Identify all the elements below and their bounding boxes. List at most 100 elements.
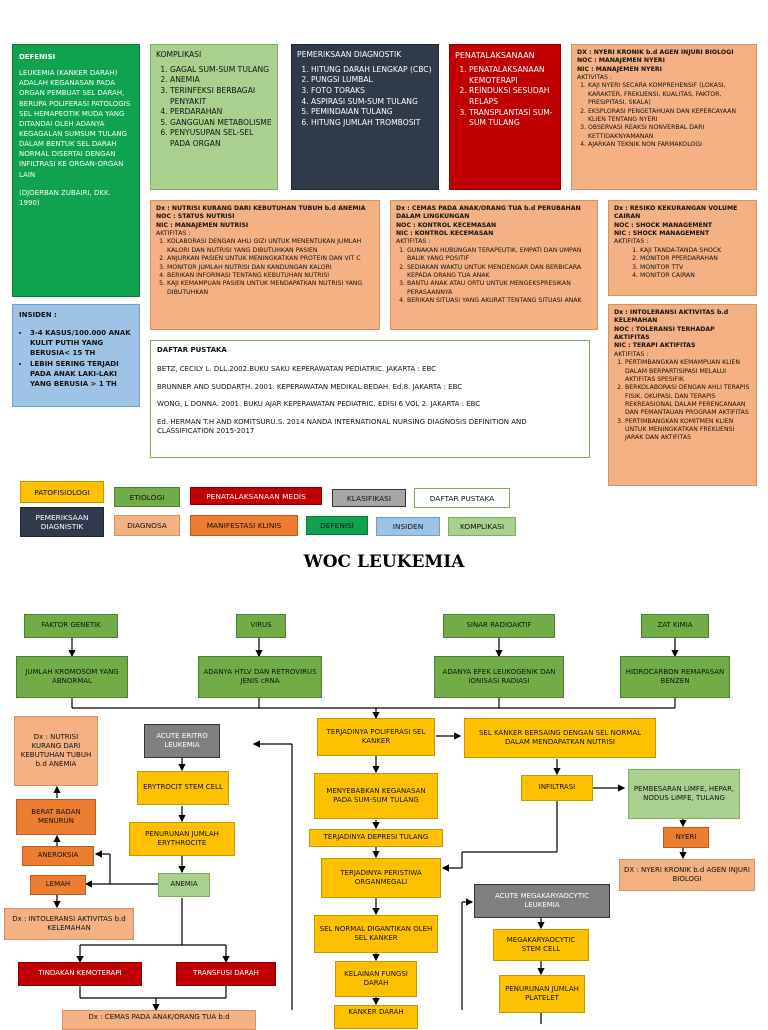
dx-cairan-nic: NIC : SHOCK MANAGEMENT	[614, 230, 710, 238]
node-kromosom: JUMLAH KROMOSOM YANG ABNORMAL	[16, 656, 128, 698]
list-item: PUNGSI LUMBAL	[311, 75, 433, 86]
node-kelainan: KELAINAN FUNGSI DARAH	[335, 961, 417, 997]
list-item: MONITOR TTV	[640, 264, 751, 272]
node-aneroksia: ANEROKSIA	[22, 846, 94, 866]
dx-intoleransi-nic: NIC : TERAPI AKTIFITAS	[614, 342, 696, 350]
list-item: EKSPLORASI PENGETAHUAN DAN KEPERCAYAAN K…	[588, 108, 751, 125]
pustaka-ref: BRUNNER AND SUDDARTH. 2001. KEPERAWATAN …	[157, 382, 463, 391]
insiden-box: INSIDEN : 3-4 KASUS/100.000 ANAK KULIT P…	[12, 304, 140, 407]
node-virus: VIRUS	[236, 614, 286, 638]
node-anemia: ANEMIA	[158, 873, 210, 897]
penatalaksanaan-box: PENATALAKSANAAN PENATALAKSANAAN KEMOTERA…	[449, 44, 561, 190]
list-item: MONITOR CAIRAN	[640, 272, 751, 280]
dx-intoleransi-noc: NOC : TOLERANSI TERHADAP AKTIFITAS	[614, 325, 715, 342]
defenisi-text: LEUKEMIA (KANKER DARAH) ADALAH KEGANASAN…	[19, 69, 131, 179]
list-item: PENYUSUPAN SEL-SEL PADA ORGAN	[170, 128, 272, 149]
dx-cemas-noc: NOC : KONTROL KECEMASAN	[396, 221, 497, 229]
node-organomegali: TERJADINYA PERISTIWA ORGANMEGALI	[321, 858, 441, 898]
node-htlv: ADANYA HTLV DAN RETROVIRUS JENIS cRNA	[198, 656, 322, 698]
list-item: SEDIAKAN WAKTU UNTUK MENDENGAR DAN BERBI…	[407, 264, 592, 281]
pemeriksaan-list: HITUNG DARAH LENGKAP (CBC) PUNGSI LUMBAL…	[297, 65, 433, 129]
pustaka-ref: BETZ, CECILY L. DLL.2002.BUKU SAKU KEPER…	[157, 365, 437, 374]
list-item: BERIKAN INFORMASI TENTANG KEBUTUHAN NUTR…	[167, 272, 374, 280]
node-hidrokarbon: HIDROCARBON REMAPASAN BENZEN	[620, 656, 730, 698]
list-item: PERTIMBANGKAN KEMAMPUAN KLIEN DALAM BERP…	[625, 359, 751, 384]
node-faktor-genetik: FAKTOR GENETIK	[24, 614, 118, 638]
dx-nutrisi-nic: NIC : MANAJEMEN NUTRISI	[156, 221, 249, 229]
dx-nyeri-noc: NOC : MANAJEMEN NYERI	[577, 57, 665, 65]
node-megakaryo: ACUTE MEGAKARYAOCYTIC LEUKEMIA	[474, 884, 610, 918]
penatalaksanaan-title: PENATALAKSANAAN	[455, 51, 535, 60]
list-item: MONITOR JUMLAH NUTRISI DAN KANDUNGAN KAL…	[167, 264, 374, 272]
legend-penatalaksanaan-medis: PENATALAKSANAAN MEDIS	[190, 487, 322, 505]
page-title: WOC LEUKEMIA	[303, 552, 465, 572]
pemeriksaan-box: PEMERIKSAAN DIAGNOSTIK HITUNG DARAH LENG…	[291, 44, 439, 190]
node-dx-cemas: Dx : CEMAS PADA ANAK/ORANG TUA b.d	[62, 1010, 256, 1030]
defenisi-box: DEFENISI LEUKEMIA (KANKER DARAH) ADALAH …	[12, 44, 140, 297]
dx-nyeri-title: DX : NYERI KRONIK b.d AGEN INJURI BIOLOG…	[577, 49, 734, 56]
dx-nutrisi-title: Dx : NUTRISI KURANG DARI KEBUTUHAN TUBUH…	[156, 205, 366, 212]
node-leukogenik: ADANYA EFEK LEUKOGENIK DAN IONISASI RADI…	[434, 656, 564, 698]
defenisi-source: (DJOERBAN ZUBAIRI, DKK. 1990)	[19, 188, 111, 207]
list-item: BERIKAN SITUASI YANG AKURAT TENTANG SITU…	[407, 297, 592, 305]
defenisi-title: DEFENISI	[19, 53, 56, 61]
list-item: KAJI TANDA-TANDA SHOCK	[640, 247, 751, 255]
node-poliferasi: TERJADINYA POLIFERASI SEL KANKER	[317, 718, 435, 756]
list-item: PEMINDAIAN TULANG	[311, 107, 433, 118]
komplikasi-box: KOMPLIKASI GAGAL SUM-SUM TULANG ANEMIA T…	[150, 44, 278, 190]
list-item: 3-4 KASUS/100.000 ANAK KULIT PUTIH YANG …	[30, 328, 133, 358]
list-item: GAGAL SUM-SUM TULANG	[170, 65, 272, 76]
pustaka-ref: Ed. HERMAN T.H AND KOMITSURU.S. 2014 NAN…	[157, 417, 527, 436]
legend-daftar-pustaka: DAFTAR PUSTAKA	[414, 488, 510, 508]
dx-cairan-noc: NOC : SHOCK MANAGEMENT	[614, 221, 713, 229]
dx-intoleransi-list: PERTIMBANGKAN KEMAMPUAN KLIEN DALAM BERP…	[614, 359, 751, 443]
dx-cemas-list: GUNAKAN HUBUNGAN TERAPEUTIK, EMPATI DAN …	[396, 247, 592, 306]
dx-cairan-sub: AKTIFITAS :	[614, 238, 649, 246]
legend-defenisi: DEFENISI	[306, 516, 368, 535]
node-bb-menurun: BERAT BADAN MENURUN	[16, 799, 96, 835]
dx-nyeri-sub: AKTIVITAS :	[577, 74, 612, 82]
list-item: HITUNG DARAH LENGKAP (CBC)	[311, 65, 433, 76]
legend-patofisiologi: PATOFISIOLOGI	[20, 481, 104, 503]
dx-cemas-box: Dx : CEMAS PADA ANAK/ORANG TUA b.d PERUB…	[390, 200, 598, 330]
list-item: AJARKAN TEKNIK NON FARMAKOLOGI	[588, 141, 751, 149]
pustaka-box: DAFTAR PUSTAKA BETZ, CECILY L. DLL.2002.…	[150, 340, 590, 458]
dx-cemas-sub: AKTIFITAS :	[396, 238, 431, 246]
dx-nutrisi-box: Dx : NUTRISI KURANG DARI KEBUTUHAN TUBUH…	[150, 200, 380, 330]
node-acute-eritro: ACUTE ERITRO LEUKEMIA	[144, 724, 220, 758]
list-item: TRANSPLANTASI SUM-SUM TULANG	[469, 108, 555, 129]
node-bersaing: SEL KANKER BERSAING DENGAN SEL NORMAL DA…	[464, 718, 656, 758]
list-item: KOLABORASI DENGAN AHLI GIZI UNTUK MENENT…	[167, 238, 374, 255]
node-depresi: TERJADINYA DEPRESI TULANG	[309, 829, 443, 847]
dx-intoleransi-sub: AKTIFITAS :	[614, 350, 649, 358]
list-item: PERTIMBANGKAN KOMITMEN KLIEN UNTUK MENIN…	[625, 418, 751, 443]
node-digantikan: SEL NORMAL DIGANTIKAN OLEH SEL KANKER	[314, 915, 438, 953]
insiden-title: INSIDEN :	[19, 311, 57, 319]
node-nyeri: NYERI	[663, 827, 709, 848]
node-infiltrasi: INFILTRASI	[521, 775, 593, 801]
list-item: KAJI KEMAMPUAN PASIEN UNTUK MENDAPATKAN …	[167, 280, 374, 297]
list-item: REINDUKSI SESUDAH RELAPS	[469, 86, 555, 107]
list-item: TERINFEKSI BERBAGAI PENYAKIT	[170, 86, 272, 107]
legend-insiden: INSIDEN	[376, 517, 440, 536]
node-eryt-stem: ERYTROCIT STEM CELL	[137, 771, 229, 805]
node-kanker-darah: KANKER DARAH	[334, 1005, 418, 1029]
dx-nutrisi-sub: AKTIFITAS :	[156, 230, 191, 238]
list-item: GANGGUAN METABOLISME	[170, 118, 272, 129]
node-dx-nutrisi: Dx : NUTRISI KURANG DARI KEBUTUHAN TUBUH…	[14, 716, 98, 786]
dx-nyeri-box: DX : NYERI KRONIK b.d AGEN INJURI BIOLOG…	[571, 44, 757, 190]
list-item: BANTU ANAK ATAU ORTU UNTUK MENGEKSPRESIK…	[407, 280, 592, 297]
node-dx-nyeri: DX : NYERI KRONIK b.d AGEN INJURI BIOLOG…	[619, 859, 755, 891]
legend-manifestasi: MANIFESTASI KLINIS	[190, 515, 298, 536]
dx-cairan-box: Dx : RESIKO KEKURANGAN VOLUME CAIRAN NOC…	[608, 200, 757, 296]
node-platelet: PENURUNAN JUMLAH PLATELET	[499, 975, 585, 1013]
list-item: PENATALAKSANAAN KEMOTERAPI	[469, 65, 555, 86]
list-item: BERKOLABORASI DENGAN AHLI TERAPIS FISIK,…	[625, 384, 751, 417]
dx-nutrisi-noc: NOC : STATUS NUTRISI	[156, 213, 235, 221]
komplikasi-list: GAGAL SUM-SUM TULANG ANEMIA TERINFEKSI B…	[156, 65, 272, 150]
dx-cairan-list: KAJI TANDA-TANDA SHOCK MONITOR PPERDARAH…	[614, 247, 751, 280]
pustaka-title: DAFTAR PUSTAKA	[157, 346, 227, 354]
list-item: HITUNG JUMLAH TROMBOSIT	[311, 118, 433, 129]
node-penurunan-ery: PENURUNAN JUMLAH ERYTHROCITE	[129, 822, 235, 856]
